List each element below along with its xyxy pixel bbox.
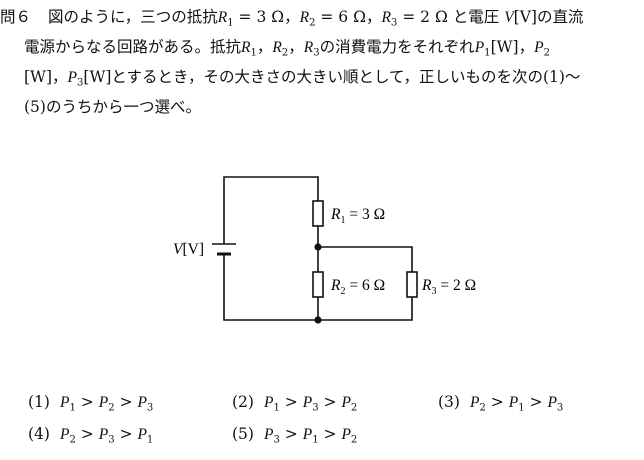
question-line-3: [W]，P3[W]とするとき，その大きさの大きい順として，正しいものを次の(1)… [24,68,581,89]
r2-label: R2 = 6 Ω [330,277,385,297]
choice-4[interactable]: (4)P2 > P3 > P1 [28,425,154,446]
choice-1[interactable]: (1)P1 > P2 > P3 [28,393,154,414]
circuit-wires [223,176,413,321]
resistor-r2 [312,271,324,298]
question-number: 問６ [0,8,32,26]
r3-label: R3 = 2 Ω [421,277,476,297]
choice-2[interactable]: (2)P1 > P3 > P2 [232,393,358,414]
question-line-4: (5)のうちから一つ選べ。 [24,98,201,116]
resistor-r3 [406,271,418,298]
resistor-r1 [312,200,324,227]
question-line-2: 電源からなる回路がある。抵抗R1，R2，R3の消費電力をそれぞれP1[W]，P2 [24,38,550,59]
source-label: V[V] [173,241,204,258]
wire-top [223,176,319,244]
choice-5[interactable]: (5)P3 > P1 > P2 [232,425,358,446]
junction-top [314,243,322,251]
choice-3[interactable]: (3)P2 > P1 > P3 [438,393,564,414]
wire-branch-r3 [318,246,413,272]
r1-label: R1 = 3 Ω [330,206,385,226]
junction-bottom [314,316,322,324]
